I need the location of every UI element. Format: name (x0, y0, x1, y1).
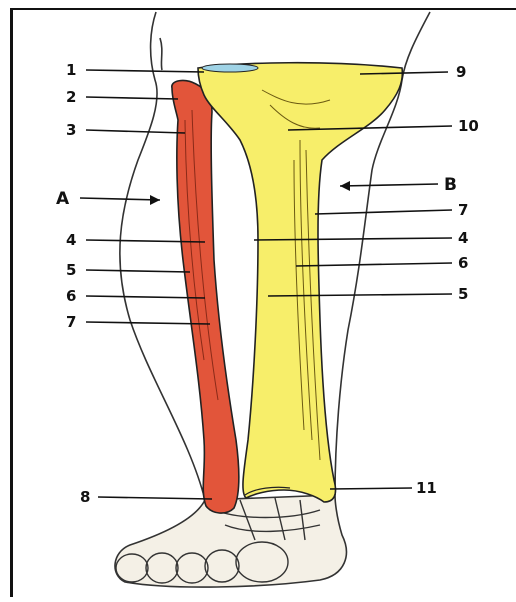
label-7: 7 (66, 313, 76, 331)
label-B: B (444, 175, 457, 195)
leader-7r (315, 210, 452, 214)
fibula-bone (172, 81, 239, 514)
label-10: 10 (458, 117, 479, 135)
label-8: 8 (80, 488, 90, 506)
label-4: 4 (66, 231, 76, 249)
label-5: 5 (66, 261, 76, 279)
leader-3 (86, 130, 185, 133)
frame-border-top (10, 8, 516, 10)
label-4-right: 4 (458, 229, 468, 247)
leader-1 (86, 70, 204, 72)
leader-5 (86, 270, 190, 272)
leader-8 (98, 497, 212, 499)
arrow-B (340, 181, 350, 191)
leader-B (340, 184, 438, 186)
label-2: 2 (66, 88, 76, 106)
label-11: 11 (416, 479, 437, 497)
tibia-articular-surface (202, 64, 258, 72)
label-A: A (56, 189, 70, 209)
leader-A (80, 198, 160, 200)
right-labels: 9 10 B 7 4 6 5 11 (416, 63, 479, 497)
label-3: 3 (66, 121, 76, 139)
label-6-right: 6 (458, 254, 468, 272)
label-9: 9 (456, 63, 466, 81)
label-1: 1 (66, 61, 76, 79)
label-5-right: 5 (458, 285, 468, 303)
arrow-A (150, 195, 160, 205)
leader-11 (330, 488, 412, 489)
left-labels: 1 2 3 A 4 5 6 7 8 (56, 61, 90, 506)
label-6: 6 (66, 287, 76, 305)
leader-2 (86, 97, 178, 99)
frame-border-left (10, 10, 13, 597)
label-7-right: 7 (458, 201, 468, 219)
knee-crease (160, 38, 162, 70)
leader-6r (296, 263, 452, 266)
